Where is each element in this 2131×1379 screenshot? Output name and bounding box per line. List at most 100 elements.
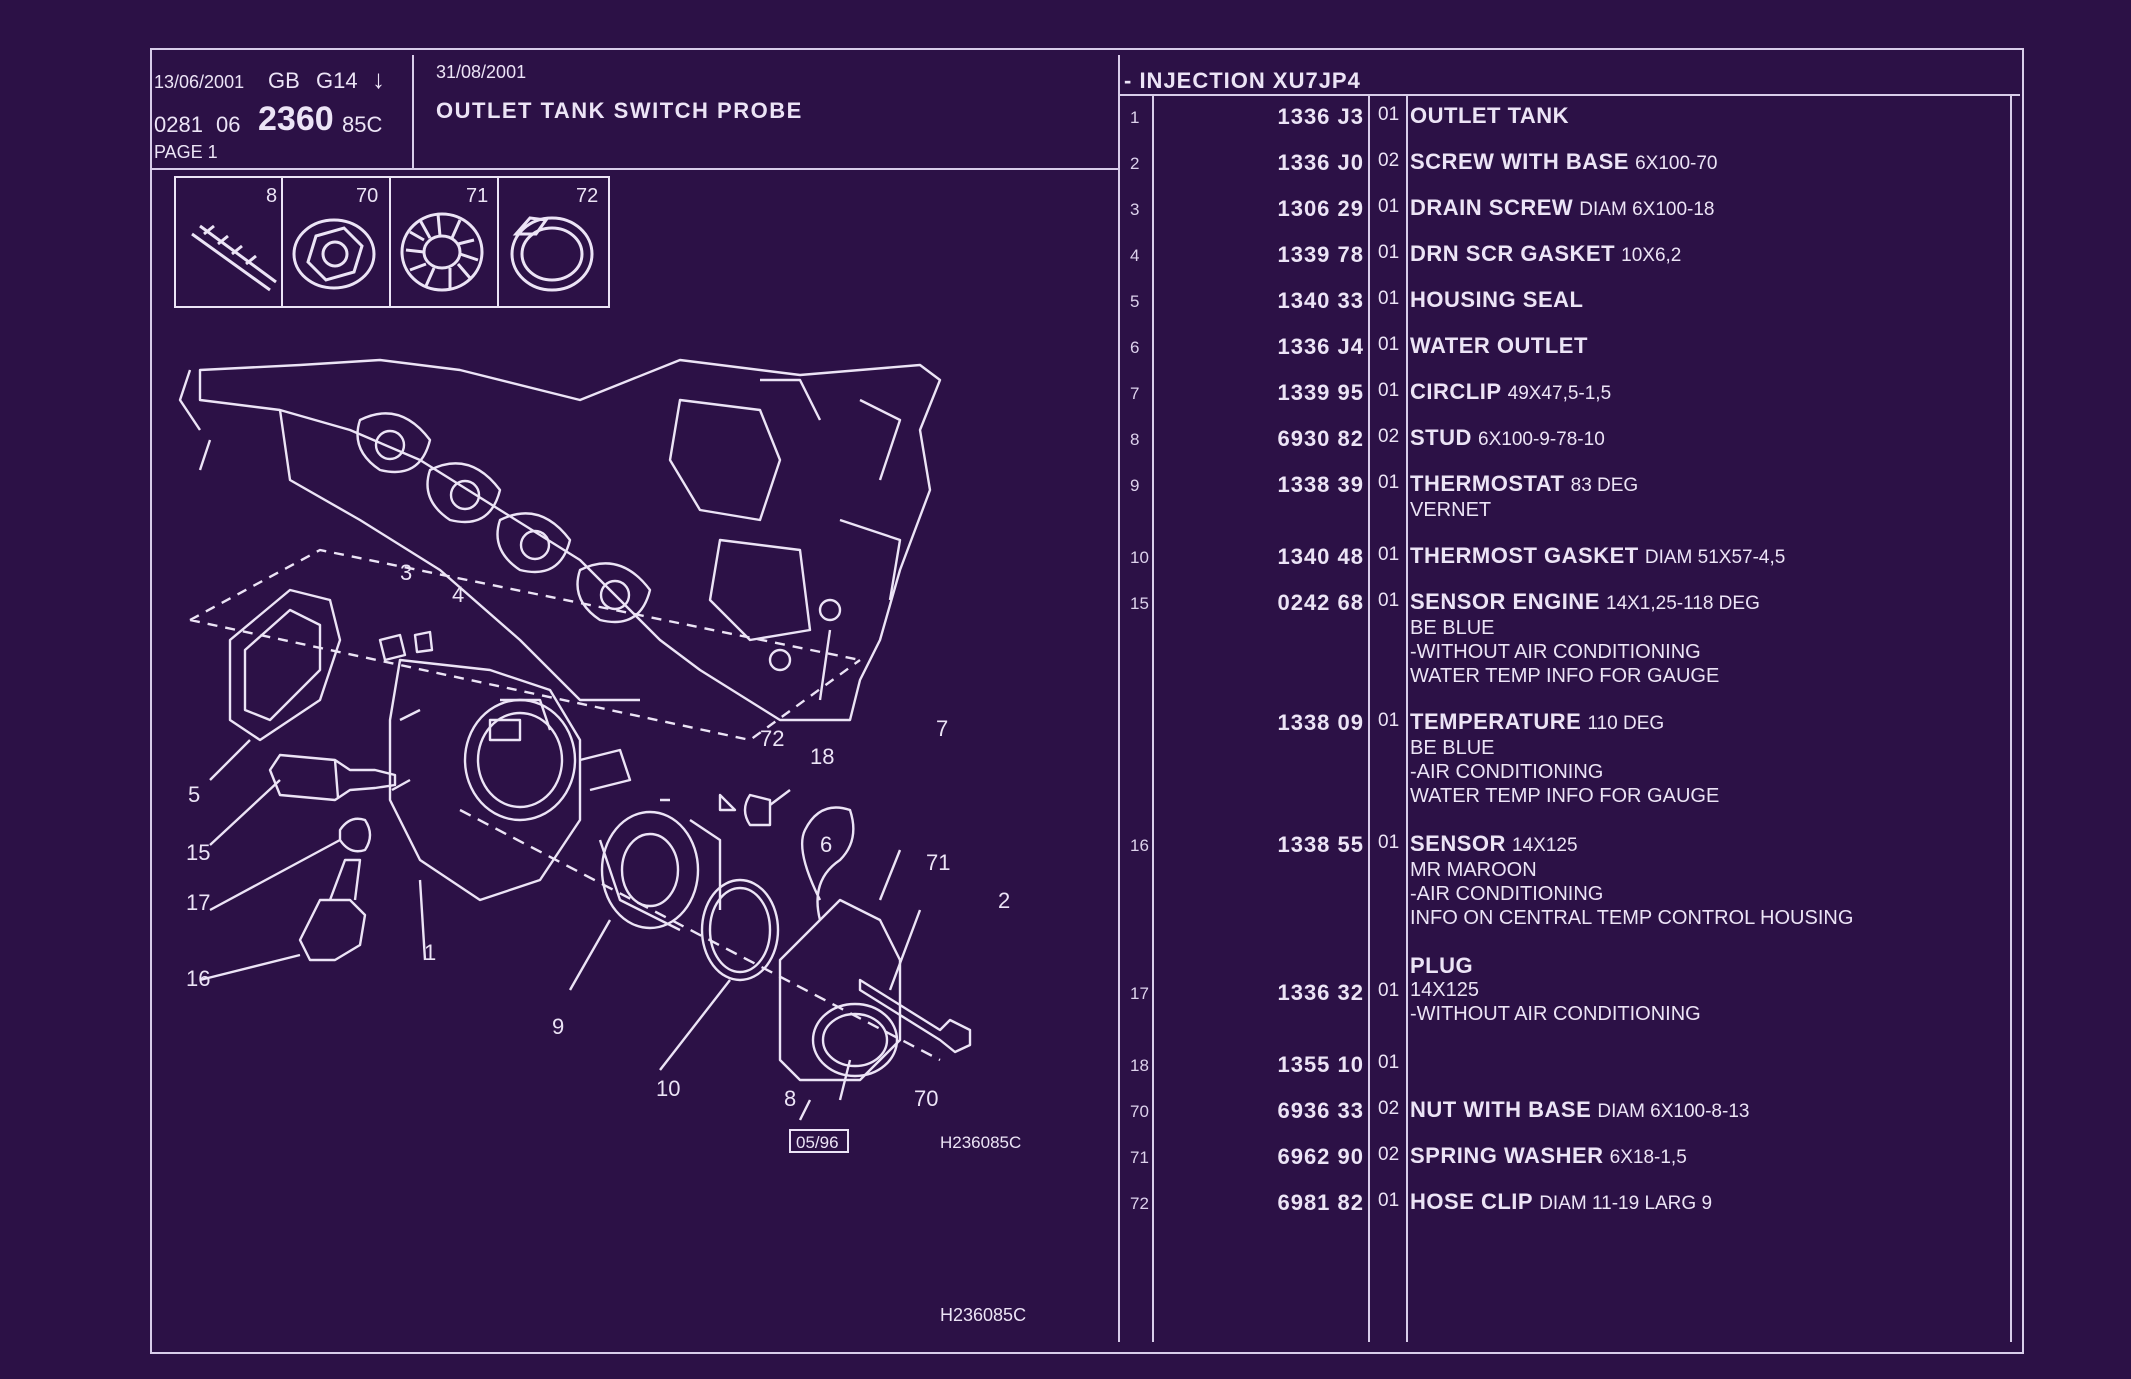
row-ref: 1336 J3 [1277,104,1364,129]
row-note: VERNET [1410,499,1492,521]
header-split [412,55,414,168]
row-qty: 01 [1378,1190,1400,1211]
row-spec: 14X125 [1512,835,1578,856]
row-note: BE BLUE [1410,737,1495,759]
row-name: STUD [1410,425,1472,450]
header-region: GB [268,68,300,93]
row-qty: 01 [1378,1052,1400,1073]
header-code-b: 06 [216,112,241,137]
nut-icon [292,218,376,290]
callout-5: 5 [188,782,200,807]
row-desc: DRAIN SCREW DIAM 6X100-18 [1410,196,1714,222]
row-note: WATER TEMP INFO FOR GAUGE [1410,785,1720,807]
header-code-main: 2360 [258,100,334,138]
row-note: WATER TEMP INFO FOR GAUGE [1410,665,1720,687]
row-qty: 01 [1378,590,1400,611]
thumb-washer: 71 [400,185,488,292]
row-name: WATER OUTLET [1410,333,1588,358]
row-note: -WITHOUT AIR CONDITIONING [1410,1003,1701,1025]
row-spec: 6X100-9-78-10 [1478,429,1605,450]
row-desc: TEMPERATURE 110 DEG BE BLUE-AIR CONDITION… [1410,710,1719,808]
row-qty: 01 [1378,832,1400,853]
thumb-num-8: 8 [266,185,277,207]
row-qty: 01 [1378,710,1400,731]
row-qty: 02 [1378,1144,1400,1165]
row-note: BE BLUE [1410,617,1495,639]
callout-71: 71 [926,850,950,875]
outlet-tank [388,658,632,902]
row-index: 4 [1130,246,1140,265]
thermostat [598,810,722,932]
row-index: 18 [1130,1056,1149,1075]
stud-icon [191,224,277,292]
row-desc: CIRCLIP 49X47,5-1,5 [1410,380,1611,406]
callout-70: 70 [914,1086,938,1111]
row-spec: 14X1,25-118 DEG [1606,593,1760,614]
callout-9: 9 [552,1014,564,1039]
thumbnail-strip: 8 70 71 72 [174,176,610,308]
row-ref: 1339 78 [1277,242,1364,267]
row-qty: 01 [1378,472,1400,493]
header-code-a: 0281 [154,112,203,137]
column-divider [1118,55,1120,1342]
row-ref: 6936 33 [1277,1098,1364,1123]
row-desc: DRN SCR GASKET 10X6,2 [1410,242,1681,268]
row-name: DRAIN SCREW [1410,195,1574,220]
thumb-num-71: 71 [466,185,488,207]
callout-10: 10 [656,1076,680,1101]
row-ref: 1340 48 [1277,544,1364,569]
table-col-qty [1406,96,1408,1342]
row-spec: 6X100-70 [1635,153,1718,174]
row-note: -WITHOUT AIR CONDITIONING [1410,641,1701,663]
row-desc: HOSE CLIP DIAM 11-19 LARG 9 [1410,1190,1712,1216]
row-ref: 1338 09 [1277,710,1364,735]
row-spec: 110 DEG [1587,713,1665,734]
row-index: 7 [1130,384,1140,403]
callout-18: 18 [810,744,834,769]
row-ref: 1338 55 [1277,832,1364,857]
row-index: 72 [1130,1194,1149,1213]
thumb-clip: 72 [510,185,598,292]
row-ref: 1340 33 [1277,288,1364,313]
row-ref: 1336 J4 [1277,334,1364,359]
row-note: -AIR CONDITIONING [1410,761,1604,783]
row-index: 2 [1130,154,1140,173]
row-ref: 1339 95 [1277,380,1364,405]
row-note: -AIR CONDITIONING [1410,883,1604,905]
row-index: 15 [1130,594,1149,613]
row-index: 17 [1130,984,1149,1003]
row-index: 5 [1130,292,1140,311]
table-col-ref [1368,96,1370,1342]
header-date2: 31/08/2001 [436,62,527,82]
row-ref: 6962 90 [1277,1144,1364,1169]
row-spec: 49X47,5-1,5 [1507,383,1612,404]
row-qty: 01 [1378,980,1400,1001]
row-spec: 6X18-1,5 [1609,1147,1687,1168]
thermostat-gasket [700,878,780,982]
header-divider-left [150,168,1118,170]
row-qty: 01 [1378,334,1400,355]
row-name: SENSOR [1410,831,1506,856]
row-ref: 1336 J0 [1277,150,1364,175]
exploded-diagram: 3 4 5 15 17 16 1 9 10 72 18 6 7 71 2 8 7… [178,358,1021,1153]
row-name: TEMPERATURE [1410,709,1582,734]
row-name: CIRCLIP [1410,379,1502,404]
footer-ref-code: H236085C [940,1305,1027,1325]
row-index: 8 [1130,430,1140,449]
row-qty: 01 [1378,544,1400,565]
row-desc: WATER OUTLET [1410,334,1588,358]
row-ref: 1336 32 [1277,980,1364,1005]
thumb-stud: 8 [191,185,277,292]
row-qty: 02 [1378,150,1400,171]
row-index: 16 [1130,836,1149,855]
row-index: 6 [1130,338,1140,357]
hose-clip-icon [510,216,594,292]
callout-16: 16 [186,966,210,991]
row-note: MR MAROON [1410,859,1537,881]
thumb-num-72: 72 [576,185,598,207]
row-spec: 10X6,2 [1621,245,1682,266]
row-name: HOSE CLIP [1410,1189,1534,1214]
header-code-suffix: 85C [342,112,383,137]
callout-6: 6 [820,832,832,857]
